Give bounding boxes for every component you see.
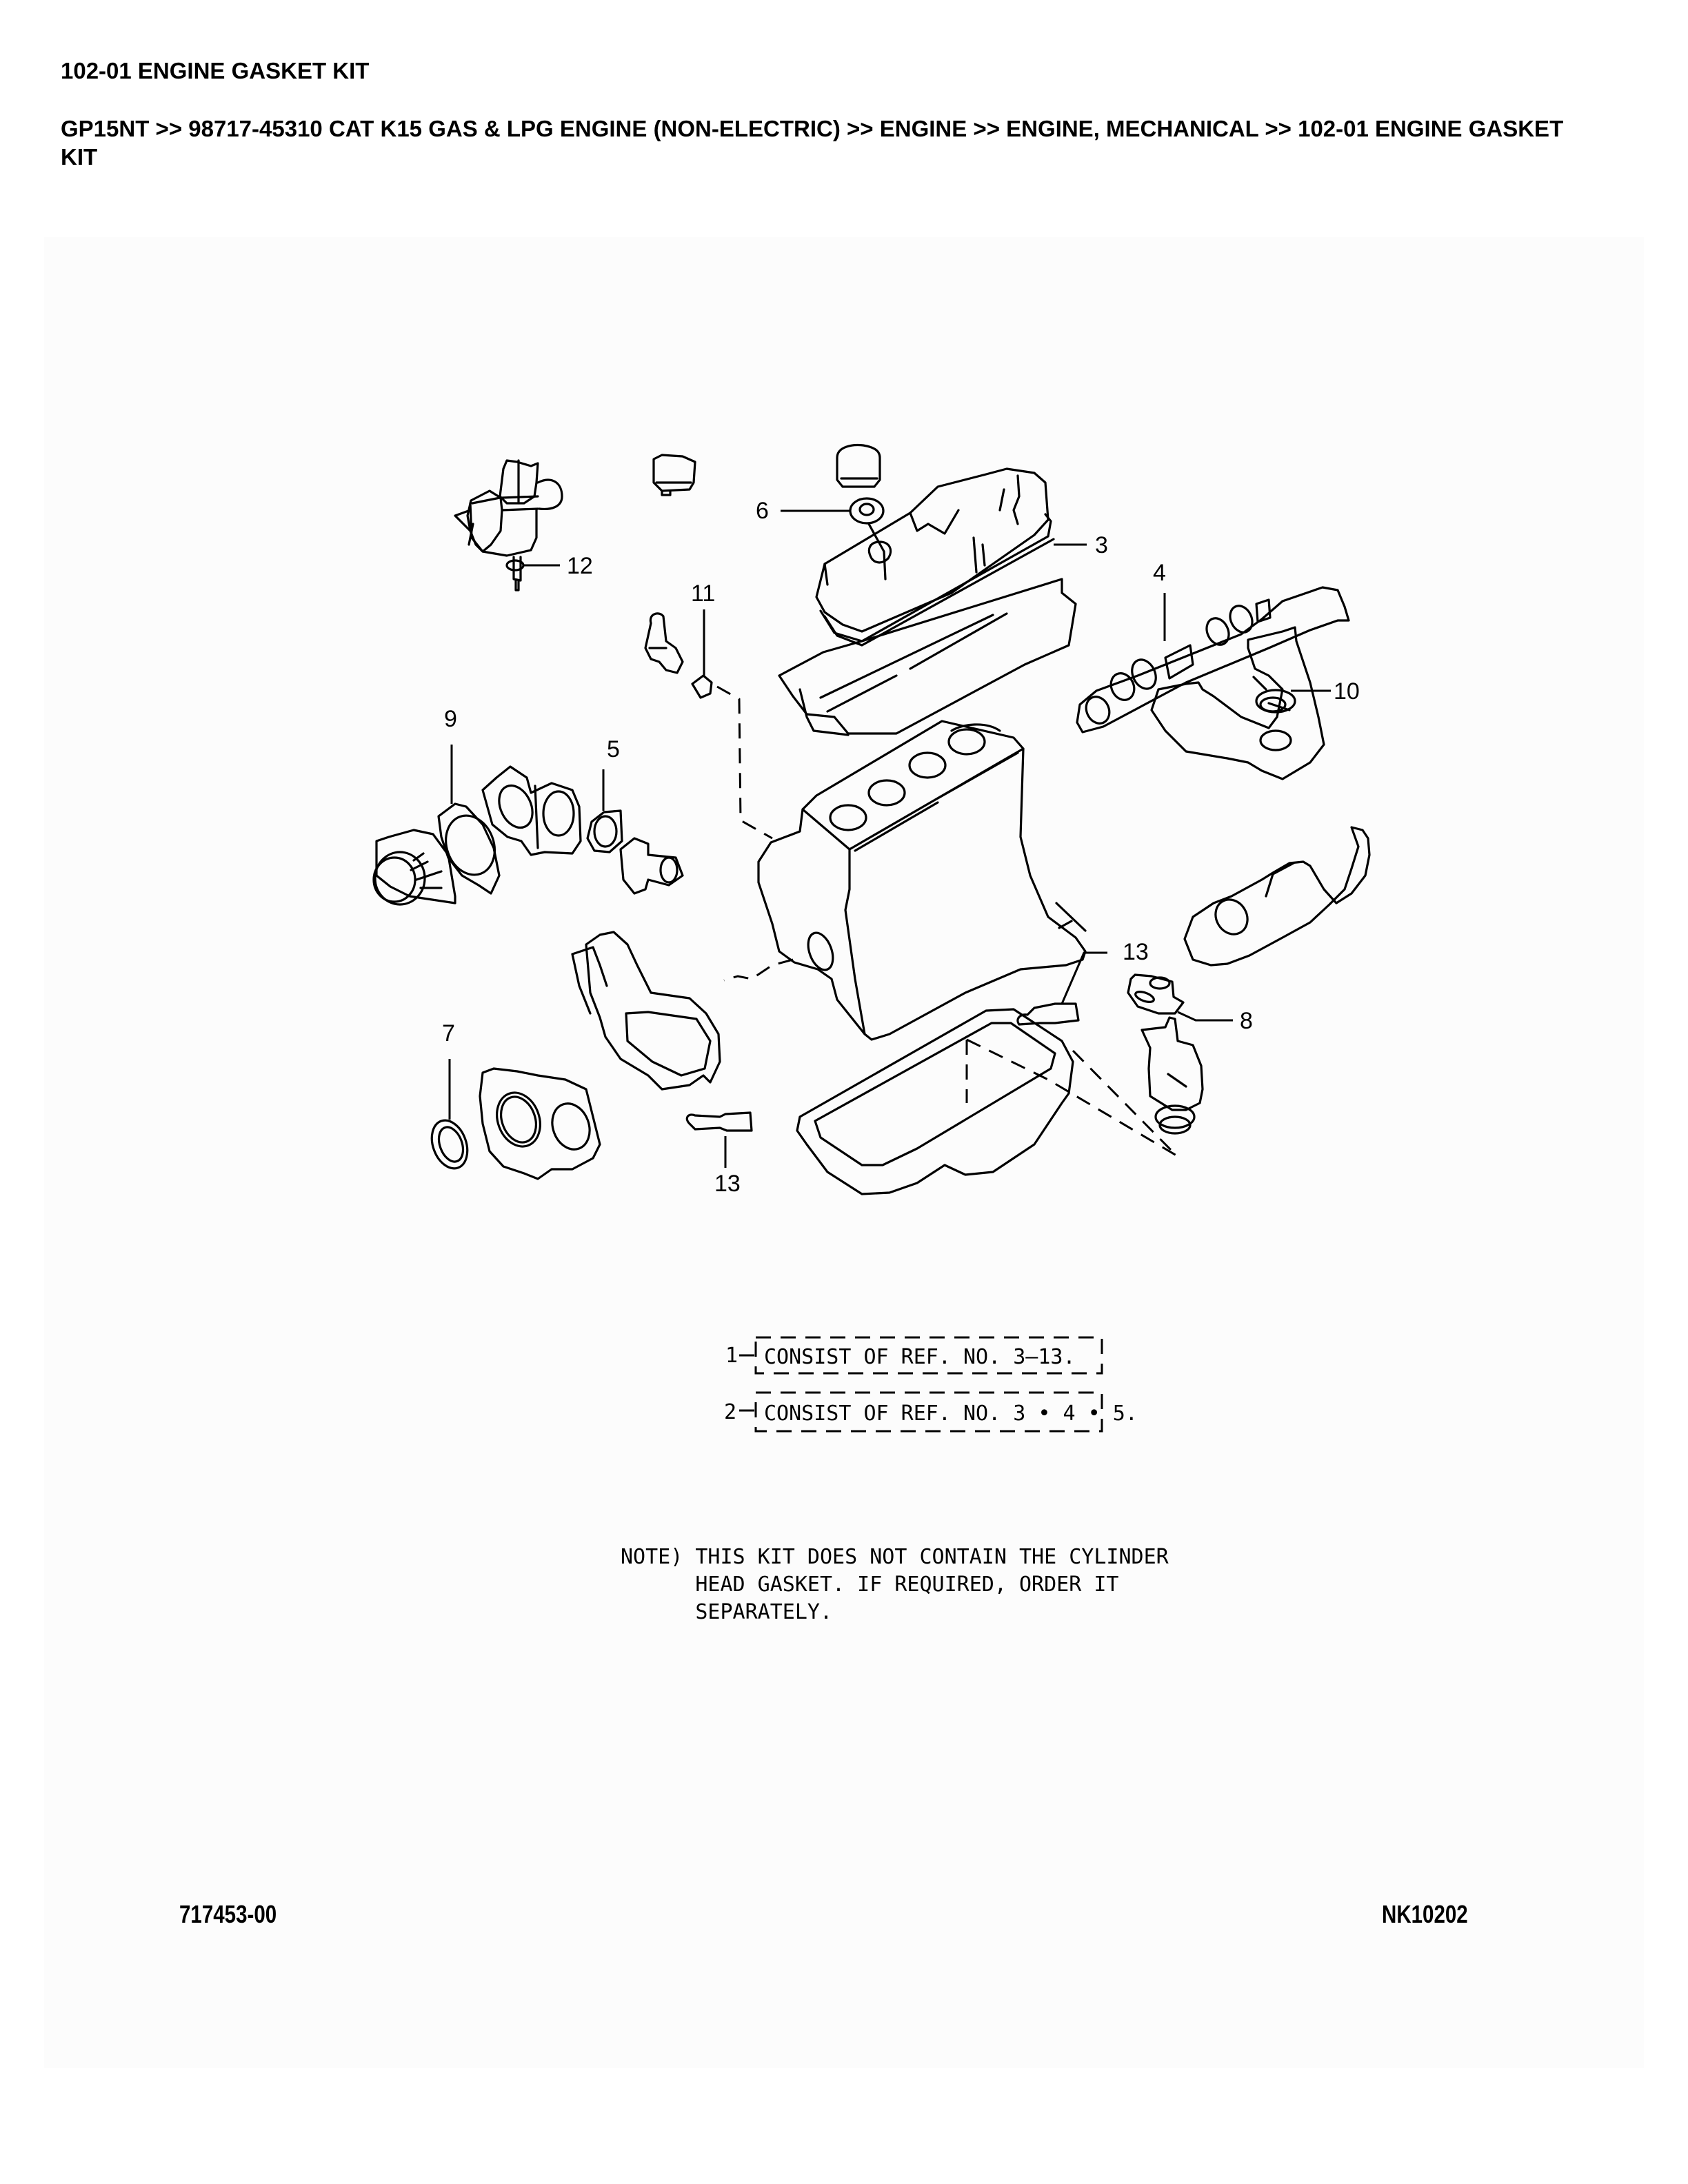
thermo-sensor <box>644 612 684 674</box>
callout-4: 4 <box>1153 560 1166 586</box>
plug-part-13-lower <box>685 1111 753 1168</box>
oil-pan <box>796 1008 1177 1195</box>
note-line-3: SEPARATELY. <box>621 1600 832 1624</box>
cylinder-head <box>778 578 1077 736</box>
o-ring-part-12 <box>505 559 560 572</box>
legend-ref-1: 1 <box>725 1344 738 1368</box>
exhaust-manifold <box>1150 626 1331 780</box>
front-case <box>479 1067 601 1180</box>
callout-6: 6 <box>756 498 769 524</box>
note-line-2: HEAD GASKET. IF REQUIRED, ORDER IT <box>621 1573 1118 1597</box>
legend-ref-2: 2 <box>724 1400 736 1424</box>
callout-10: 10 <box>1334 678 1360 705</box>
oil-seal-part-7 <box>430 1059 469 1170</box>
callout-8: 8 <box>1240 1008 1253 1034</box>
callout-3: 3 <box>1095 532 1108 558</box>
kit-legend: 1 CONSIST OF REF. NO. 3—13. 2 CONSIST OF… <box>724 1336 1138 1433</box>
cylinder-block <box>723 720 1087 1041</box>
oil-filler-cap <box>652 454 696 496</box>
callout-7: 7 <box>442 1020 455 1046</box>
water-pump-gasket-part-9 <box>437 745 501 895</box>
callout-12: 12 <box>567 553 593 579</box>
oil-pump-gasket-part-8 <box>1127 973 1233 1022</box>
callout-5: 5 <box>607 736 620 762</box>
intake-manifold-gasket-part-4 <box>1076 586 1350 734</box>
oil-pump <box>1141 1016 1204 1135</box>
throttle-body <box>481 765 582 856</box>
cylinder-head-cover <box>815 467 1087 647</box>
intake-pipe <box>1183 826 1371 967</box>
note-block: NOTE) THIS KIT DOES NOT CONTAIN THE CYLI… <box>621 1545 1169 1624</box>
thermostat-housing <box>619 837 684 895</box>
distributor-illustration <box>454 459 563 592</box>
callout-13-upper: 13 <box>1123 939 1149 965</box>
water-outlet-gasket-part-5 <box>586 769 623 853</box>
plug-part-13-upper <box>1016 951 1107 1026</box>
illustration-number: 717453-00 <box>179 1900 277 1928</box>
breadcrumb: GP15NT >> 98717-45310 CAT K15 GAS & LPG … <box>61 116 1564 170</box>
note-line-1: NOTE) THIS KIT DOES NOT CONTAIN THE CYLI… <box>621 1545 1169 1569</box>
legend-text-1: CONSIST OF REF. NO. 3—13. <box>764 1345 1076 1369</box>
gasket-part-6 <box>781 497 885 525</box>
callout-9: 9 <box>444 706 457 732</box>
callout-11: 11 <box>691 580 715 607</box>
timing-cover-gasket <box>571 931 721 1091</box>
callout-13-lower: 13 <box>714 1171 741 1197</box>
legend-text-2: CONSIST OF REF. NO. 3 • 4 • 5. <box>764 1402 1138 1426</box>
figure-code: NK10202 <box>1382 1900 1468 1928</box>
gasket-part-11 <box>691 609 773 840</box>
page-title: 102-01 ENGINE GASKET KIT <box>61 58 370 83</box>
water-pump <box>372 829 456 906</box>
